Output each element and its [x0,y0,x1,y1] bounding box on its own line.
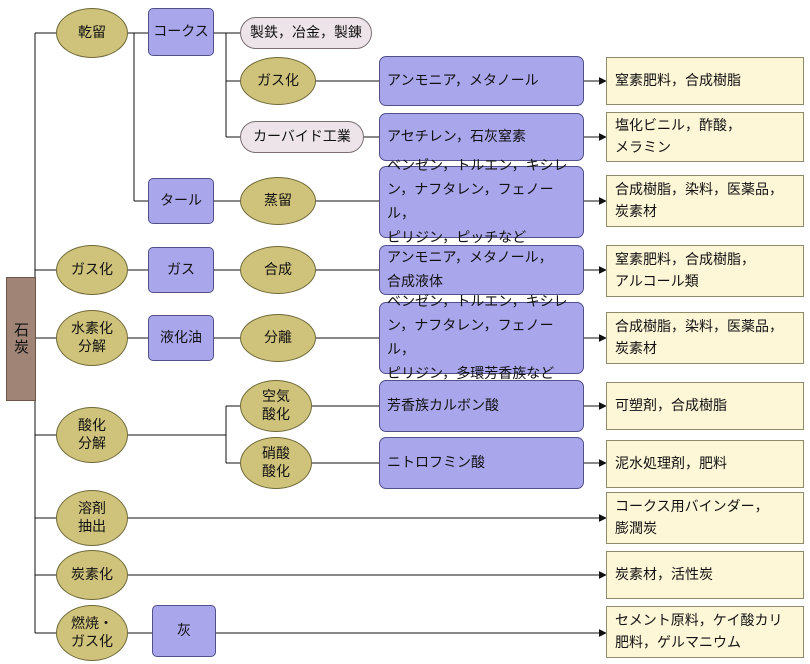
step-air-oxidation: 空気 酸化 [240,380,312,432]
process-carbonization: 乾留 [56,8,128,58]
chemical-acetylene: アセチレン，石灰窒素 [379,113,584,161]
use-nitrogen-fertilizer: 窒素肥料，合成樹脂 [606,57,804,105]
product-coke: コークス [148,8,214,56]
chemical-oil-aromatics: ベンゼン，トルエン，キシレ ン，ナフタレン，フェノール， ピリジン，多環芳香族な… [379,294,584,382]
use-coke-binder: コークス用バインダー， 膨潤炭 [606,492,804,544]
step-synthesis: 合成 [240,246,316,294]
use-steelmaking-pill: 製鉄，冶金，製錬 [240,17,372,49]
product-liquefied-oil: 液化油 [148,315,214,361]
product-gas: ガス [148,247,214,293]
use-vinyl-chloride: 塩化ビニル，酢酸， メラミン [606,112,804,162]
chemical-aromatic-carboxylic-acid: 芳香族カルボン酸 [379,380,584,432]
step-coke-gasification: ガス化 [240,57,316,105]
process-solvent-extraction: 溶剤 抽出 [56,490,128,546]
step-distillation: 蒸留 [240,177,316,225]
chemical-gas-synthesis: アンモニア，メタノール， 合成液体 [379,245,584,295]
use-resin-dye-medicine-1: 合成樹脂，染料，医薬品， 炭素材 [606,175,804,227]
step-nitric-oxidation: 硝酸 酸化 [240,437,312,489]
carbide-industry-pill: カーバイド工業 [240,121,364,153]
process-hydrocracking: 水素化 分解 [56,310,128,366]
step-separation: 分離 [240,314,316,362]
product-tar: タール [148,178,214,224]
chemical-ammonia-methanol: アンモニア，メタノール [379,56,584,106]
use-plasticizer: 可塑剤，合成樹脂 [606,382,804,430]
use-resin-dye-medicine-2: 合成樹脂，染料，医薬品， 炭素材 [606,312,804,364]
use-cement-material: セメント原料，ケイ酸カリ 肥料，ゲルマニウム [606,606,804,658]
process-oxidative-decomposition: 酸化 分解 [56,407,128,463]
chemical-nitrohumic-acid: ニトロフミン酸 [379,437,584,489]
process-gasification: ガス化 [56,245,128,295]
use-fertilizer-alcohol: 窒素肥料，合成樹脂， アルコール類 [606,245,804,297]
root-coal: 石炭 [6,277,36,401]
product-ash: 灰 [152,605,216,657]
use-mud-treatment: 泥水処理剤，肥料 [606,440,804,488]
use-carbon-material: 炭素材，活性炭 [606,551,804,599]
process-combustion-gasification: 燃焼・ ガス化 [56,605,128,661]
chemical-tar-aromatics: ベンゼン，トルエン，キシレ ン，ナフタレン，フェノール， ピリジン，ピッチなど [379,158,584,246]
process-carbonization-2: 炭素化 [56,550,128,600]
